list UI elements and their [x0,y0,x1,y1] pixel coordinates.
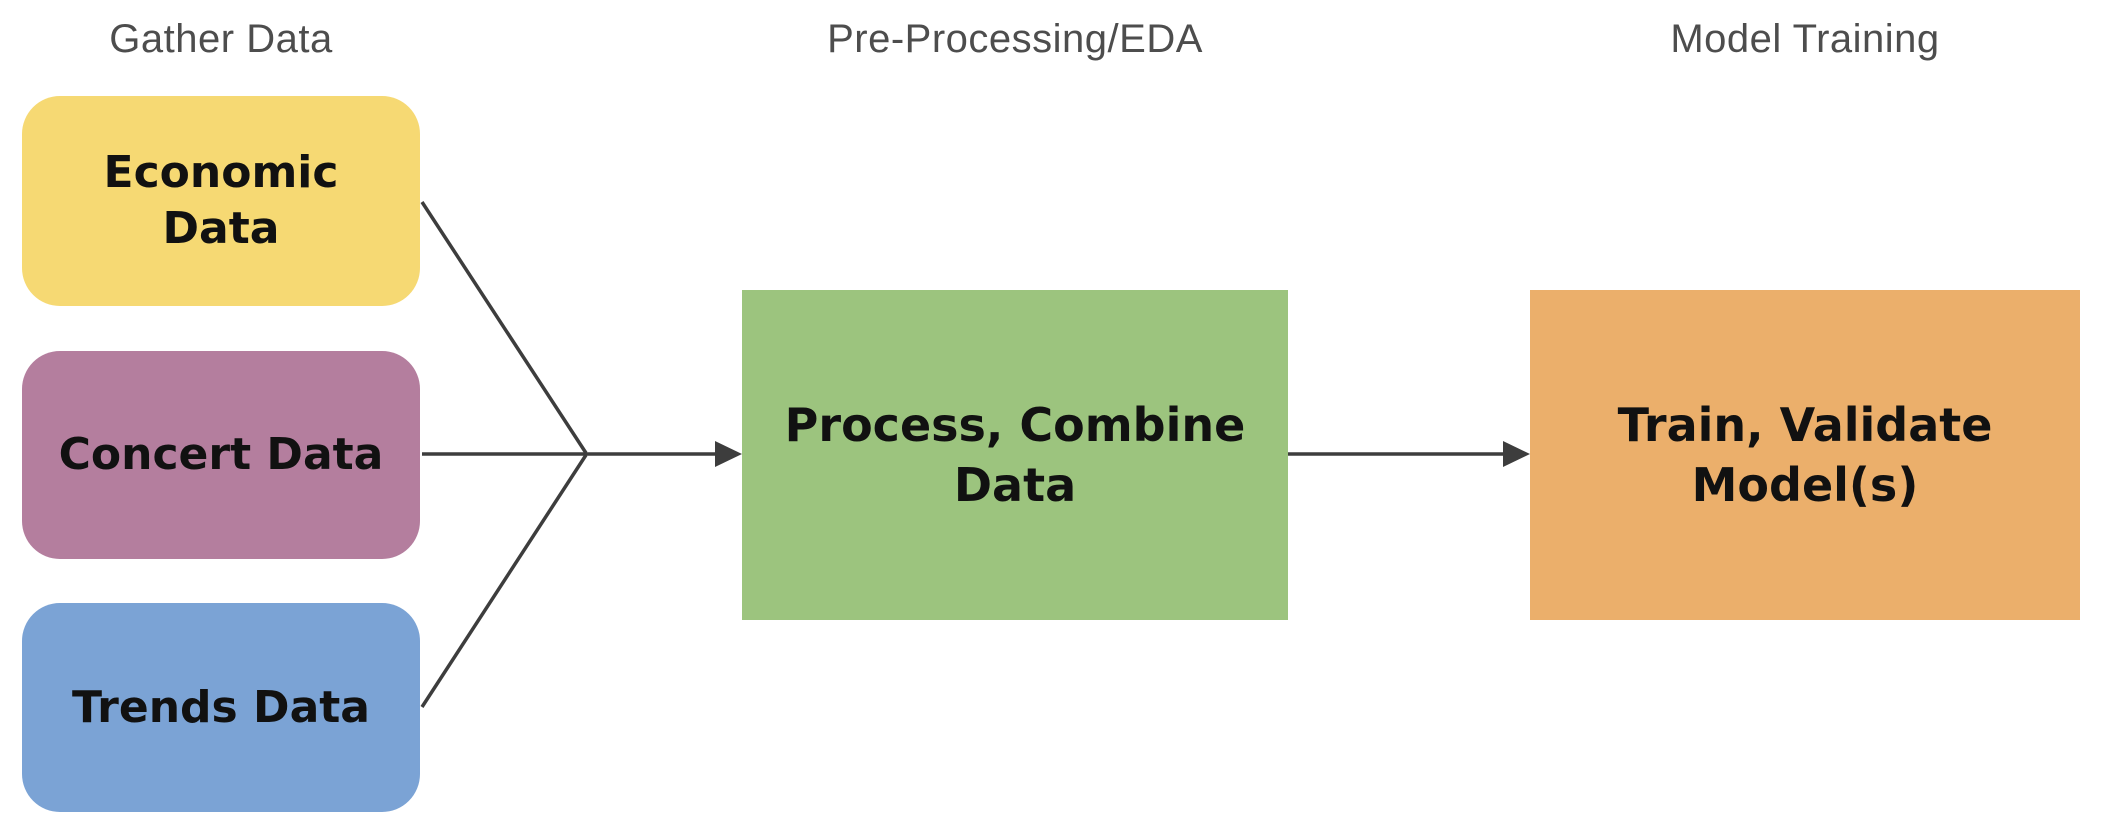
node-train-validate-models: Train, Validate Model(s) [1530,290,2080,620]
node-process-combine-data: Process, Combine Data [742,290,1288,620]
node-trends-data-label: Trends Data [72,681,370,733]
node-concert-data-label: Concert Data [58,429,384,480]
column-header-gather-data: Gather Data [109,17,333,61]
connector-economic-to-junction [420,201,588,454]
node-economic-data-label: Economic Data [103,147,339,254]
arrowhead-into-process [715,441,742,467]
node-train-validate-models-label: Train, Validate Model(s) [1617,398,1993,512]
column-header-model-training: Model Training [1670,17,1940,61]
node-trends-data: Trends Data [22,603,420,812]
node-process-combine-data-label: Process, Combine Data [784,398,1246,512]
column-header-preprocessing-eda: Pre-Processing/EDA [827,17,1203,61]
node-concert-data: Concert Data [22,351,420,559]
node-economic-data: Economic Data [22,96,420,306]
connector-trends-to-junction [420,454,588,708]
arrowhead-into-train [1503,441,1530,467]
